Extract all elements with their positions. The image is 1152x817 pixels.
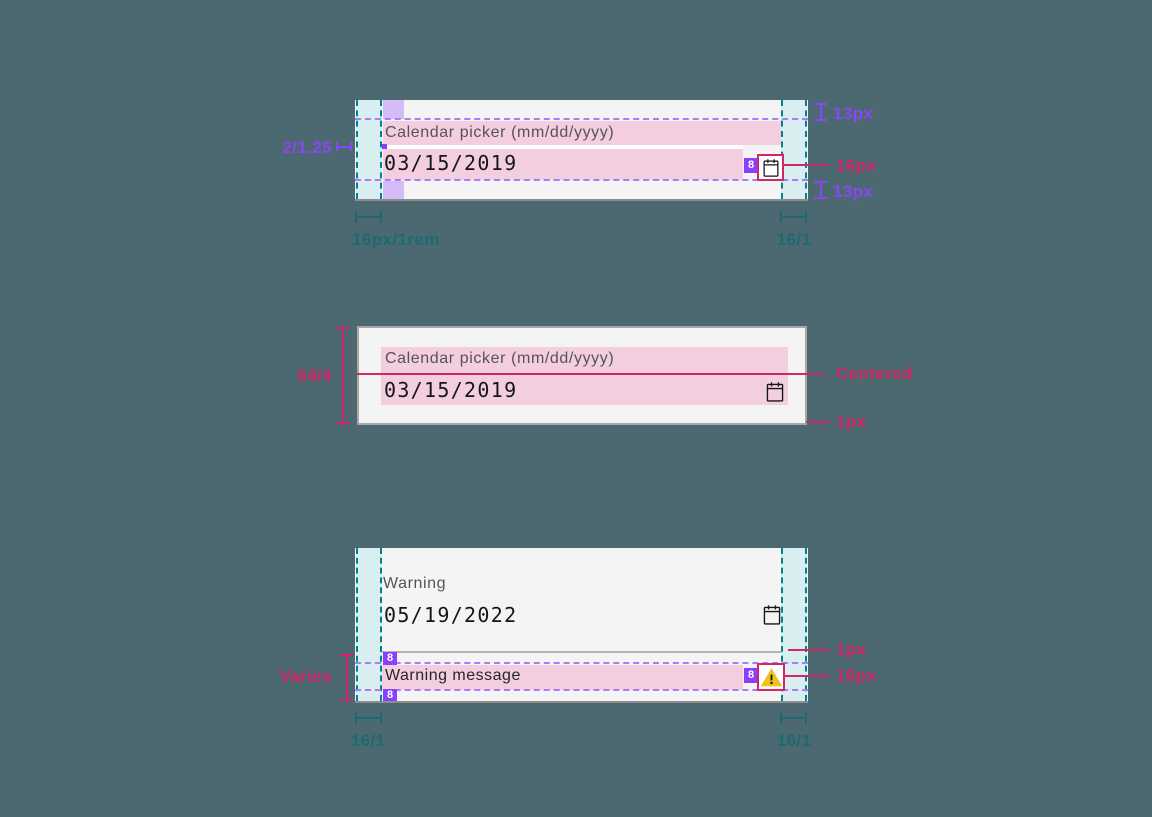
padding-strip-left xyxy=(356,548,382,701)
centered-line xyxy=(357,373,824,375)
annotation-border: 1px xyxy=(836,412,867,431)
field-bottom-border xyxy=(355,199,808,201)
padding-strip-right xyxy=(781,100,807,199)
field-label: Calendar picker (mm/dd/yyyy) xyxy=(385,124,615,141)
bottom-spacing-dash xyxy=(355,179,808,181)
message-highlight xyxy=(382,665,743,690)
field-label: Calendar picker (mm/dd/yyyy) xyxy=(385,350,615,367)
spacing-strip-bottom xyxy=(383,181,404,199)
annotation-icon-size: 16px xyxy=(836,156,877,175)
calendar-icon xyxy=(761,158,781,178)
annotation-height: 64/4 xyxy=(297,366,332,385)
content-highlight xyxy=(381,347,788,405)
annotation-pad-right: 16/1 xyxy=(776,731,812,750)
top-spacing-dash xyxy=(355,118,808,120)
pad-right-bracket xyxy=(780,211,807,223)
field-label: Warning xyxy=(383,575,447,592)
warning-icon xyxy=(760,667,782,687)
datepicker-size-spec: Calendar picker (mm/dd/yyyy) 03/15/2019 xyxy=(357,326,807,425)
spacing-badge-8-icon: 8 xyxy=(744,668,758,683)
helper-separator xyxy=(382,651,782,653)
warning-icon-pointer xyxy=(785,675,830,677)
annotation-warning-icon-size: 16px xyxy=(836,666,877,685)
annotation-pad-left: 16px/1rem xyxy=(352,230,440,249)
message-bottom-dash xyxy=(355,689,808,691)
label-highlight xyxy=(383,121,781,145)
annotation-label-gap: 2/1.25 xyxy=(282,138,332,157)
annotation-bottom-space: 13px xyxy=(833,182,874,201)
bottom-space-bracket xyxy=(814,181,827,199)
icon-size-pointer xyxy=(784,164,829,166)
label-gap-marker xyxy=(382,144,387,149)
top-space-bracket xyxy=(814,103,827,121)
value-highlight xyxy=(383,149,743,180)
calendar-icon[interactable] xyxy=(763,380,787,404)
spacing-strip-top xyxy=(383,100,404,119)
annotation-varies: Varies xyxy=(279,667,332,686)
message-top-dash xyxy=(355,662,808,664)
calendar-icon[interactable] xyxy=(760,603,784,627)
datepicker-structure-spec: Calendar picker (mm/dd/yyyy) 03/15/2019 … xyxy=(355,100,808,201)
spacing-badge-8-bottom: 8 xyxy=(383,689,397,702)
pad-right-bracket xyxy=(780,712,807,724)
separator-pointer xyxy=(788,649,830,651)
spacing-badge-8-top: 8 xyxy=(383,652,397,665)
pad-left-bracket xyxy=(355,712,382,724)
spacing-badge-8: 8 xyxy=(744,158,758,173)
date-input-value[interactable]: 03/15/2019 xyxy=(384,378,518,402)
warning-icon-box xyxy=(757,663,785,691)
varies-bracket xyxy=(340,654,353,701)
annotation-pad-right: 16/1 xyxy=(776,230,812,249)
annotation-pad-left: 16/1 xyxy=(350,731,386,750)
date-input-value[interactable]: 03/15/2019 xyxy=(384,151,518,175)
field-bottom-border xyxy=(355,701,808,703)
label-gap xyxy=(383,145,743,149)
height-bracket xyxy=(336,327,350,424)
calendar-icon-box[interactable] xyxy=(757,154,784,181)
warning-message-text: Warning message xyxy=(385,667,521,684)
annotation-centered: Centered xyxy=(836,364,913,383)
annotation-top-space: 13px xyxy=(833,104,874,123)
pad-left-bracket xyxy=(355,211,382,223)
datepicker-warning-spec: Warning 05/19/2022 Warning message 8 8 8 xyxy=(355,548,808,703)
annotation-separator-border: 1px xyxy=(836,640,867,659)
date-input-value[interactable]: 05/19/2022 xyxy=(384,603,518,627)
label-gap-bracket xyxy=(336,142,352,151)
padding-strip-left xyxy=(356,100,382,199)
border-pointer xyxy=(806,421,830,423)
